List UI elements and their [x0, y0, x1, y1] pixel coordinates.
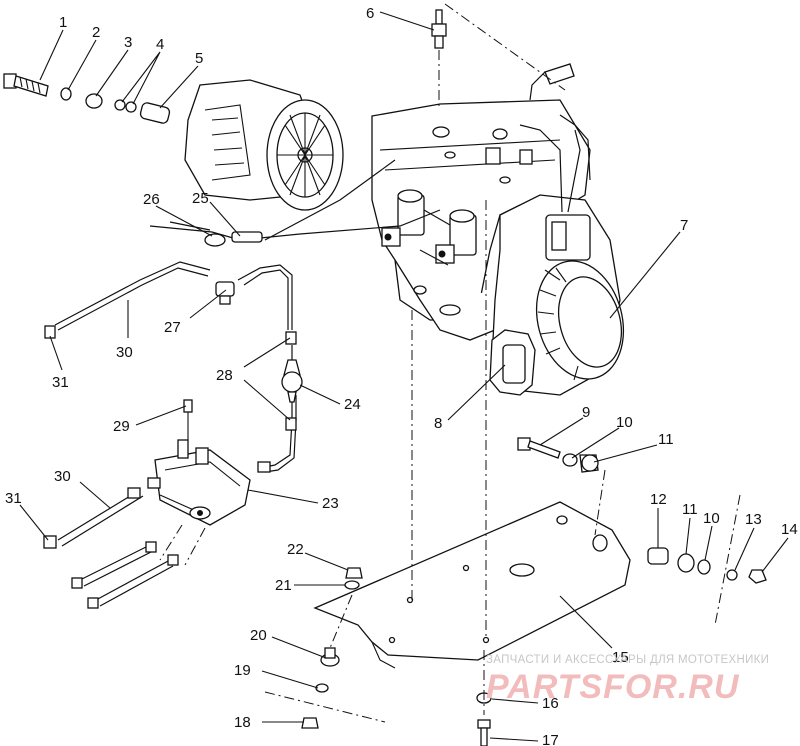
callout-4: 4 [156, 36, 164, 53]
callout-25: 25 [192, 190, 209, 207]
callout-11-upper: 11 [658, 431, 674, 448]
fuel-filter [281, 359, 303, 403]
clutch-bolt-stack [3, 73, 171, 124]
callout-16: 16 [542, 695, 559, 712]
callout-8: 8 [434, 415, 442, 432]
throttle-cable [149, 159, 441, 247]
callout-10-lower: 10 [703, 510, 720, 527]
callout-28: 28 [216, 367, 233, 384]
callout-1: 1 [59, 14, 67, 31]
callout-7: 7 [680, 217, 688, 234]
callout-5: 5 [195, 50, 203, 67]
callout-9: 9 [582, 404, 590, 421]
callout-31-upper: 31 [52, 374, 69, 391]
callout-22: 22 [287, 541, 304, 558]
engine-mount-plate [313, 501, 631, 669]
callout-27: 27 [164, 319, 181, 336]
callout-20: 20 [250, 627, 267, 644]
callout-3: 3 [124, 34, 132, 51]
impulse-lines [43, 487, 206, 609]
callout-31-lower: 31 [5, 490, 22, 507]
fuel-lines [44, 261, 297, 473]
mount-hardware-lower [264, 200, 492, 746]
watermark-tagline: ЗАПЧАСТИ И АКСЕССУАРЫ ДЛЯ МОТОТЕХНИКИ [486, 654, 769, 666]
callout-19: 19 [234, 662, 251, 679]
callout-29: 29 [113, 418, 130, 435]
callout-13: 13 [745, 511, 762, 528]
callout-12: 12 [650, 491, 667, 508]
spark-plug [431, 3, 566, 110]
callout-numbers: 1 2 3 4 5 6 7 8 9 10 11 12 11 10 13 14 1… [5, 5, 798, 746]
callout-2: 2 [92, 24, 100, 41]
callout-17: 17 [542, 732, 559, 746]
callout-24: 24 [344, 396, 361, 413]
callout-26: 26 [143, 191, 160, 208]
callout-6: 6 [366, 5, 374, 22]
callout-23: 23 [322, 495, 339, 512]
watermark: ЗАПЧАСТИ И АКСЕССУАРЫ ДЛЯ МОТОТЕХНИКИ PA… [486, 654, 769, 706]
callout-14: 14 [781, 521, 798, 538]
leader-lines [19, 11, 789, 742]
drive-clutch [184, 79, 344, 211]
watermark-logo: PARTSFOR.RU [486, 668, 740, 706]
carburetors [381, 189, 477, 266]
callout-18: 18 [234, 714, 251, 731]
callout-30-upper: 30 [116, 344, 133, 361]
callout-10-upper: 10 [616, 414, 633, 431]
fuel-pump [147, 399, 251, 526]
engine-block [371, 99, 591, 341]
callout-11-lower: 11 [682, 501, 698, 518]
callout-15: 15 [612, 649, 629, 666]
ignition-coil [519, 63, 591, 261]
starter-handle [489, 329, 536, 396]
callout-30-lower: 30 [54, 468, 71, 485]
callout-21: 21 [275, 577, 292, 594]
